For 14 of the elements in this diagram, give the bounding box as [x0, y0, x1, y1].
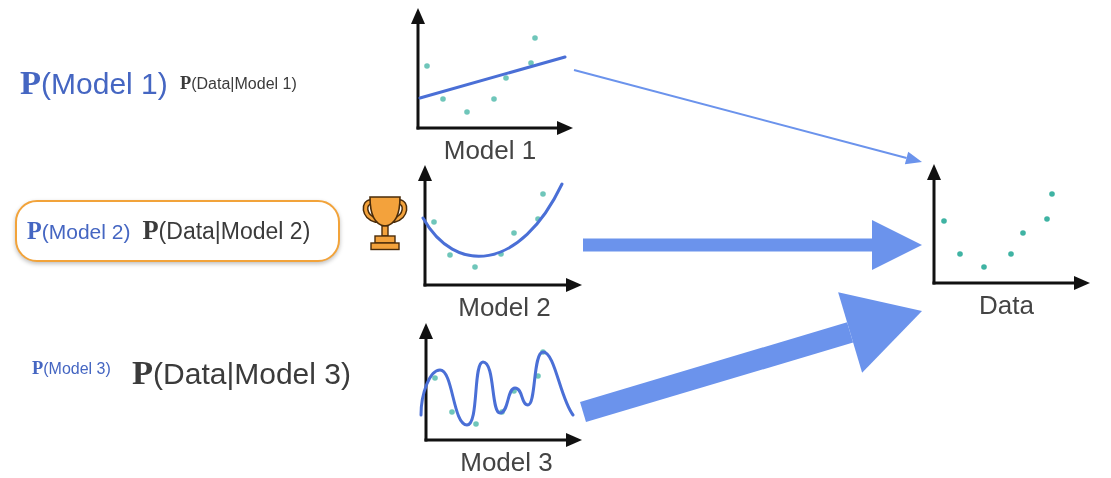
probability-formula: P(Data|Model 2) — [142, 215, 311, 247]
probability-formula: P(Model 2) — [27, 216, 131, 246]
plot-caption: Data — [979, 291, 1034, 319]
arrow — [580, 292, 922, 423]
plot-caption: Model 1 — [443, 136, 537, 164]
arrow — [583, 220, 922, 270]
probability-formula: P(Model 3) — [32, 357, 111, 380]
arrow — [573, 69, 922, 165]
probability-formula: P(Model 1) — [20, 62, 168, 103]
probability-formula: P(Data|Model 3) — [132, 352, 351, 393]
plot-caption: Model 2 — [458, 293, 551, 321]
plot-caption: Model 3 — [460, 448, 553, 476]
probability-formula: P(Data|Model 1) — [180, 72, 297, 95]
highlight-box — [15, 200, 340, 262]
